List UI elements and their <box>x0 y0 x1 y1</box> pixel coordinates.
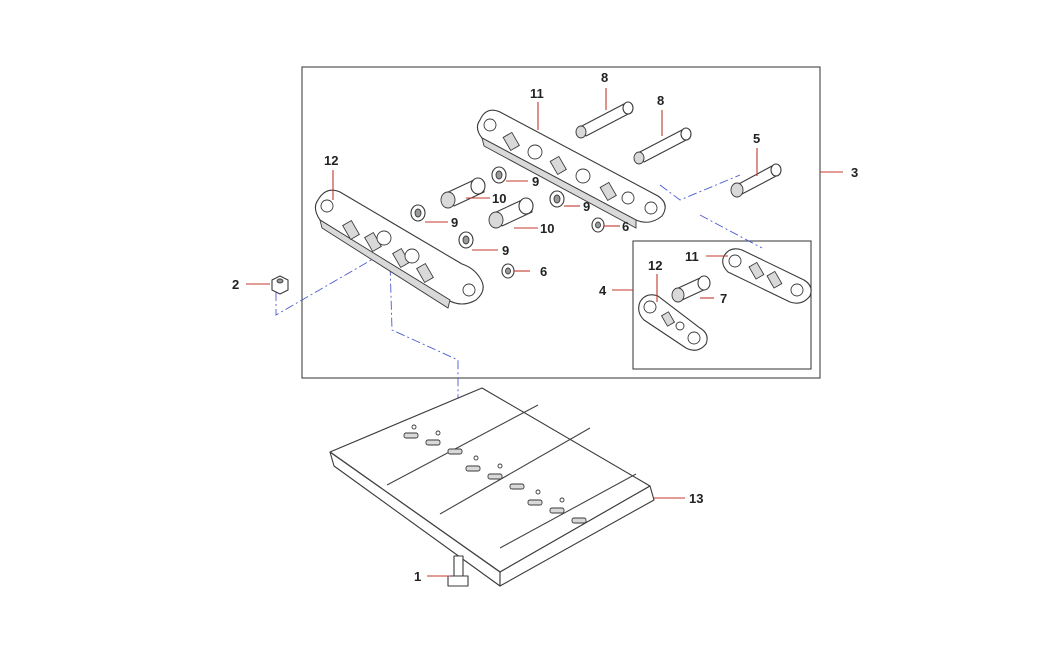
callout-12a: 12 <box>324 153 338 168</box>
bushing-upper <box>440 177 486 209</box>
callout-8b: 8 <box>657 93 664 108</box>
centerline-nut <box>275 254 381 316</box>
nut <box>271 275 289 295</box>
assembly-frame <box>301 66 821 379</box>
track-link-left <box>314 189 484 309</box>
callout-11b: 11 <box>685 249 699 264</box>
spacers <box>501 217 605 279</box>
pin-upper <box>575 101 634 139</box>
pin-middle <box>633 127 692 165</box>
callout-8a: 8 <box>601 70 608 85</box>
callout-9a: 9 <box>532 174 539 189</box>
callout-12b: 12 <box>648 258 662 273</box>
callout-9c: 9 <box>583 199 590 214</box>
callout-3: 3 <box>851 165 858 180</box>
callout-10a: 10 <box>492 191 506 206</box>
callout-5: 5 <box>753 131 760 146</box>
seals <box>410 166 565 249</box>
callout-10b: 10 <box>540 221 554 236</box>
callout-9b: 9 <box>451 215 458 230</box>
callout-1: 1 <box>414 569 421 584</box>
sub-link-right <box>722 248 812 304</box>
callout-4: 4 <box>599 283 607 298</box>
sub-assembly-frame <box>632 240 812 370</box>
centerline-sub <box>699 214 763 249</box>
bushing-lower <box>488 197 534 229</box>
track-shoes <box>329 387 655 587</box>
track-link-right <box>476 109 666 229</box>
bolt <box>447 555 469 587</box>
callout-11a: 11 <box>530 86 544 101</box>
leader-lines <box>246 88 843 577</box>
callout-6b: 6 <box>540 264 547 279</box>
callout-9d: 9 <box>502 243 509 258</box>
sub-bushing <box>671 275 711 303</box>
callout-2: 2 <box>232 277 239 292</box>
callout-6a: 6 <box>622 219 629 234</box>
callouts: 1 2 3 4 5 6 6 7 8 8 9 9 9 9 10 10 11 11 … <box>232 70 858 584</box>
callout-7: 7 <box>720 291 727 306</box>
centerline-pin <box>659 174 741 201</box>
callout-13: 13 <box>689 491 703 506</box>
master-pin <box>730 163 782 198</box>
sub-link-left <box>638 294 708 351</box>
